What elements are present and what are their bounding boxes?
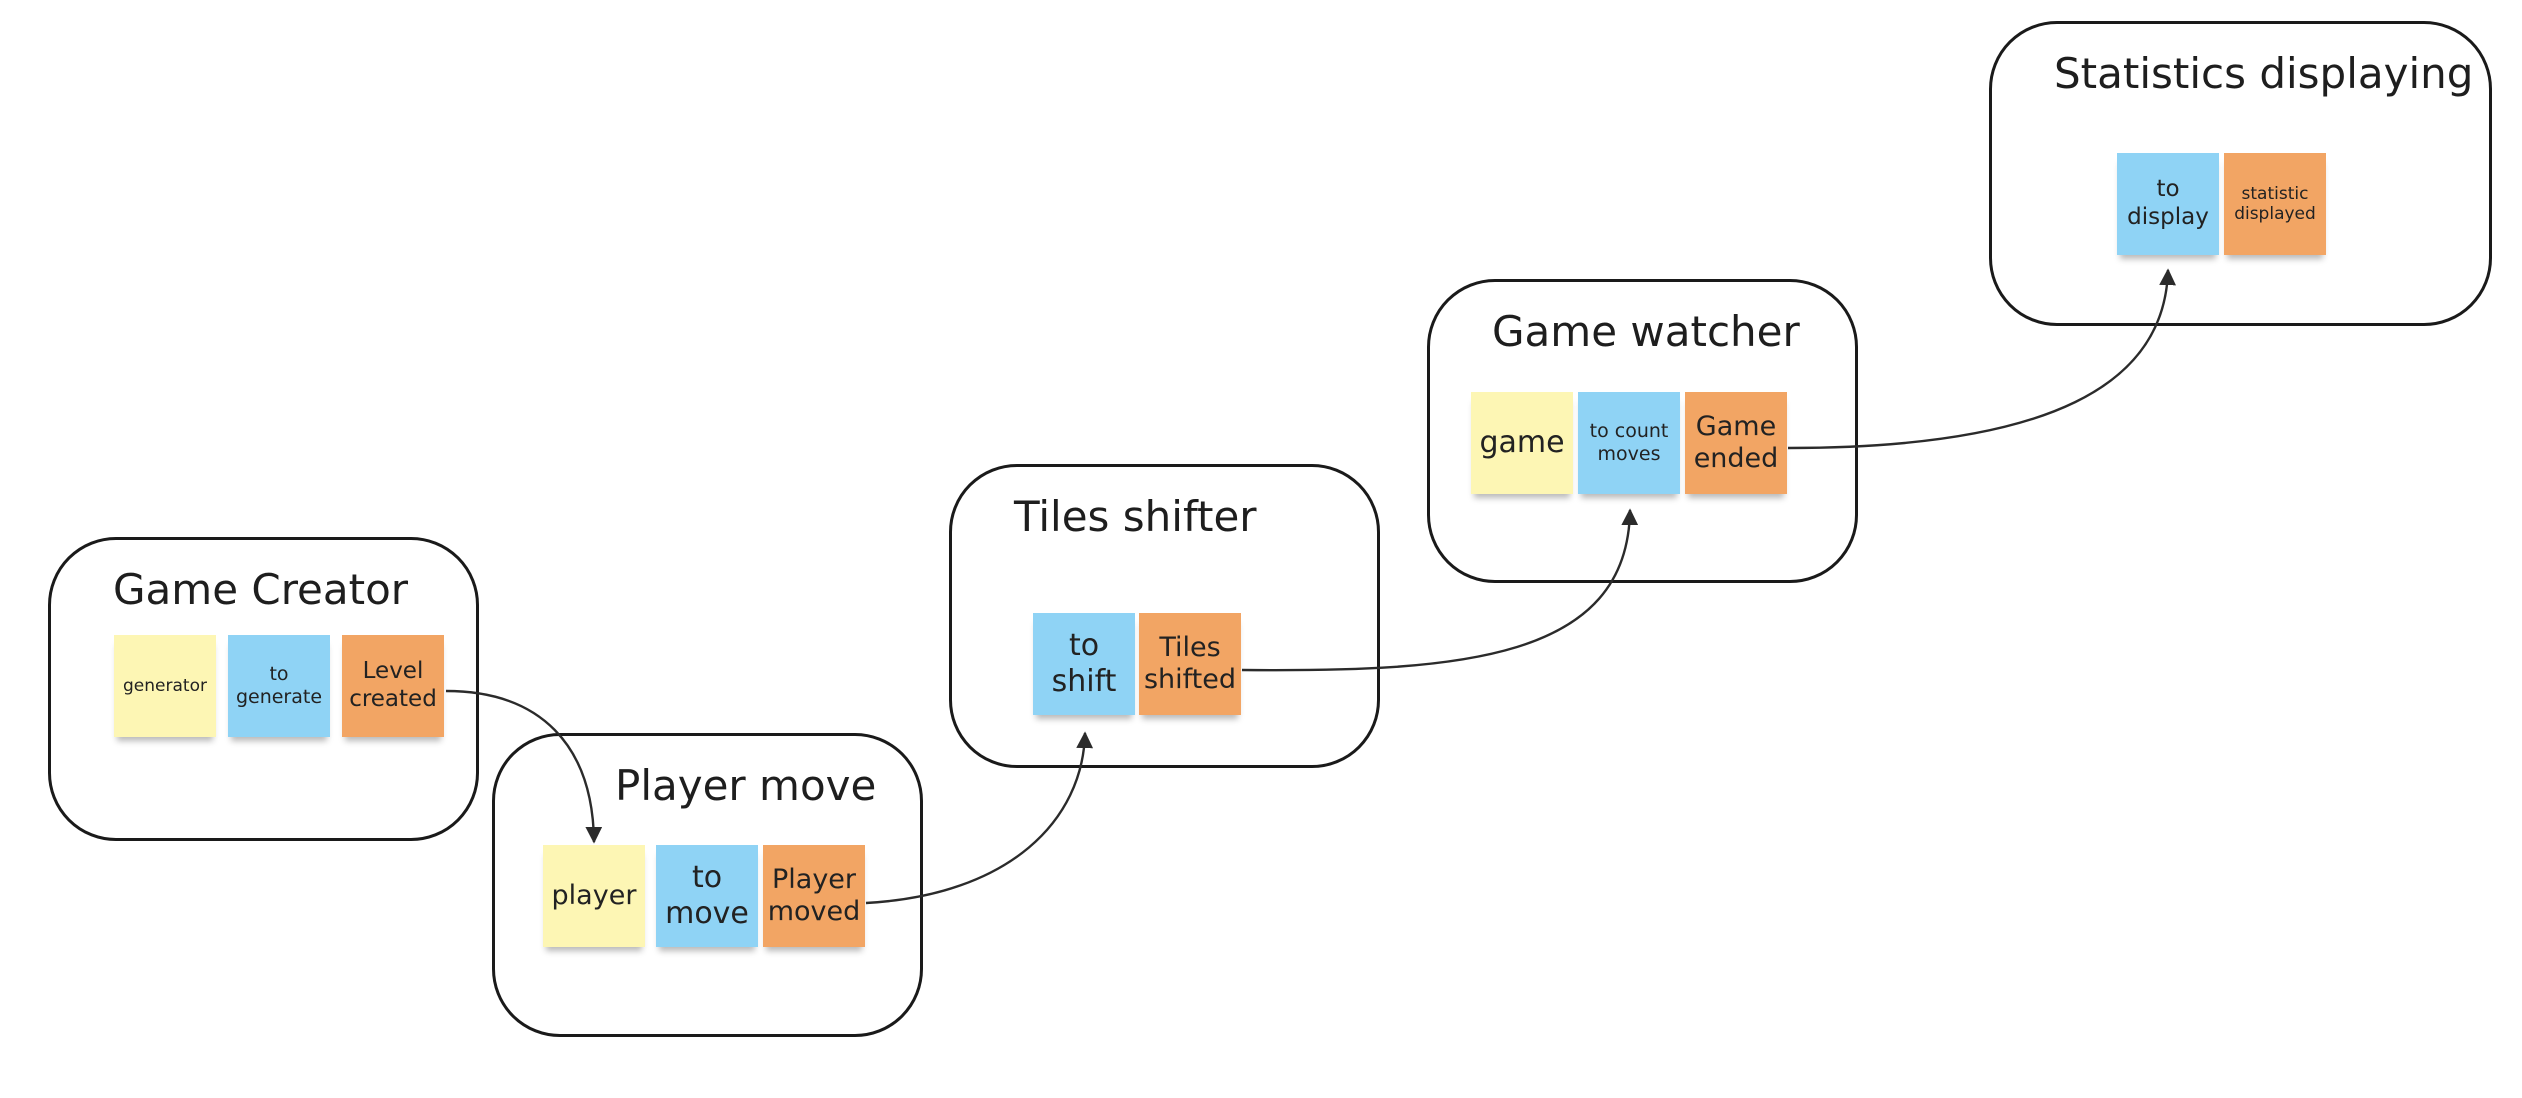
sticky-note-command-to-move[interactable]: to move	[656, 845, 758, 947]
sticky-note-event-player-moved[interactable]: Player moved	[763, 845, 865, 947]
frame-title-game-creator: Game Creator	[113, 565, 409, 614]
sticky-note-command-to-shift[interactable]: to shift	[1033, 613, 1135, 715]
sticky-note-command-to-count-moves[interactable]: to count moves	[1578, 392, 1680, 494]
frame-title-tiles-shifter: Tiles shifter	[1014, 492, 1257, 541]
sticky-note-actor-generator[interactable]: generator	[114, 635, 216, 737]
sticky-note-command-to-display[interactable]: to display	[2117, 153, 2219, 255]
frame-title-player-move: Player move	[615, 761, 877, 810]
sticky-note-actor-game[interactable]: game	[1471, 392, 1573, 494]
frame-title-statistics-displaying: Statistics displaying	[2054, 49, 2474, 98]
sticky-note-event-game-ended[interactable]: Game ended	[1685, 392, 1787, 494]
sticky-note-event-statistic-displayed[interactable]: statistic displayed	[2224, 153, 2326, 255]
sticky-note-event-level-created[interactable]: Level created	[342, 635, 444, 737]
frame-title-game-watcher: Game watcher	[1492, 307, 1800, 356]
sticky-note-event-tiles-shifted[interactable]: Tiles shifted	[1139, 613, 1241, 715]
sticky-note-actor-player[interactable]: player	[543, 845, 645, 947]
sticky-note-command-to-generate[interactable]: to generate	[228, 635, 330, 737]
